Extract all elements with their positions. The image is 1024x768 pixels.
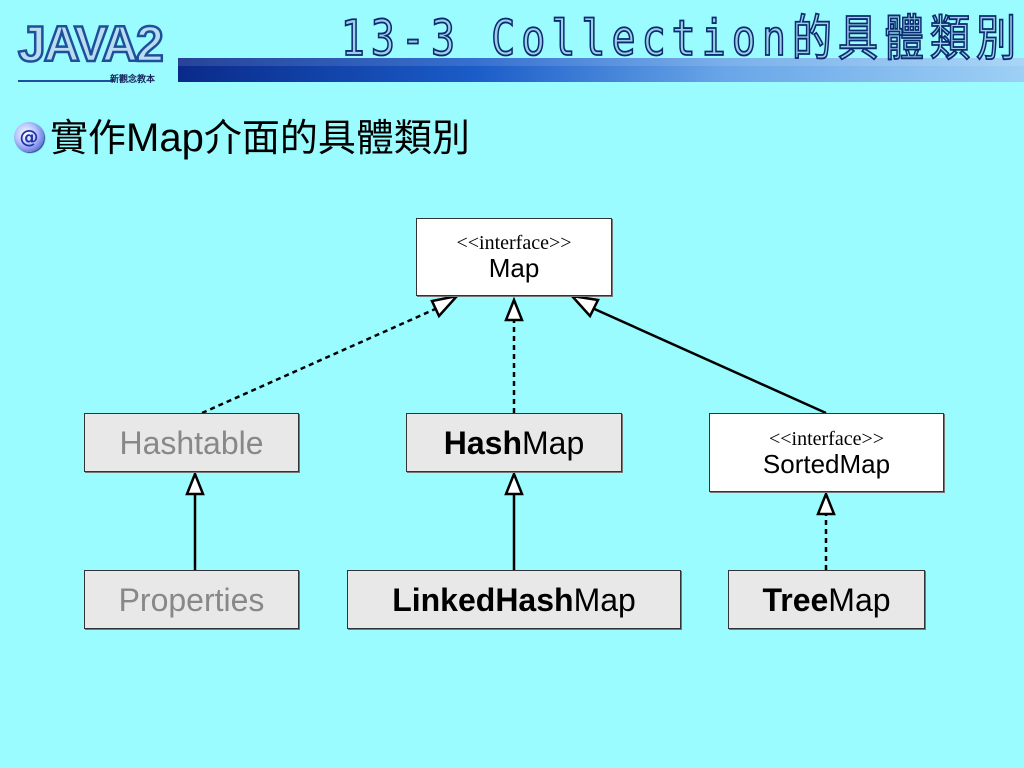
arrowhead-sortedmap-map [568,294,600,319]
sortedmap-name: SortedMap [762,448,891,479]
header-bar [178,58,1024,82]
slide-title: 13-3 Collection的具體類別 [340,11,1022,68]
logo-underline [18,80,114,82]
treemap-rest: Map [828,581,891,618]
arrowhead-linkedhashmap-hashmap [504,470,524,496]
heading-suffix: 介面的具體類別 [203,116,470,160]
java2-logo: JAVA2 新觀念教本 [17,14,178,88]
arrowhead-properties-hashtable [185,470,205,496]
linkedhashmap-bold: LinkedHash [392,581,574,618]
heading-prefix: 實作 [50,116,127,160]
treemap-bold: Tree [762,581,829,618]
edge-hashtable-map [201,304,443,415]
hashtable-box: Hashtable [84,413,299,472]
edge-sortedmap-map [589,305,827,415]
linkedhashmap-rest: Map [573,581,636,618]
arrowhead-treemap-sortedmap [816,490,836,516]
properties-box: Properties [84,570,299,629]
at-sign-glyph: @ [19,126,39,148]
map-name: Map [488,253,540,283]
hashtable-name: Hashtable [119,424,264,461]
slide-heading: 實作Map介面的具體類別 [50,113,470,163]
map-stereotype: <<interface>> [456,232,572,254]
at-sign-icon: @ [14,122,44,152]
logo-subtitle: 新觀念教本 [110,75,156,85]
arrowhead-hashmap-map [504,296,524,322]
hashmap-rest: Map [522,424,585,461]
hashmap-box: HashMap [406,413,622,472]
linkedhashmap-name: LinkedHashMap [392,582,636,618]
heading-latin: Map [126,116,204,160]
treemap-box: TreeMap [728,570,925,629]
map-interface-box: <<interface>> Map [416,218,612,296]
logo-text: JAVA2 [17,15,165,74]
sortedmap-stereotype: <<interface>> [768,427,885,450]
hashmap-bold: Hash [443,424,522,461]
linkedhashmap-box: LinkedHashMap [347,570,681,629]
treemap-name: TreeMap [762,582,890,618]
arrowhead-hashtable-map [430,294,461,319]
hashmap-name: HashMap [444,425,585,461]
sortedmap-interface-box: <<interface>> SortedMap [709,413,944,492]
properties-name: Properties [118,581,265,618]
